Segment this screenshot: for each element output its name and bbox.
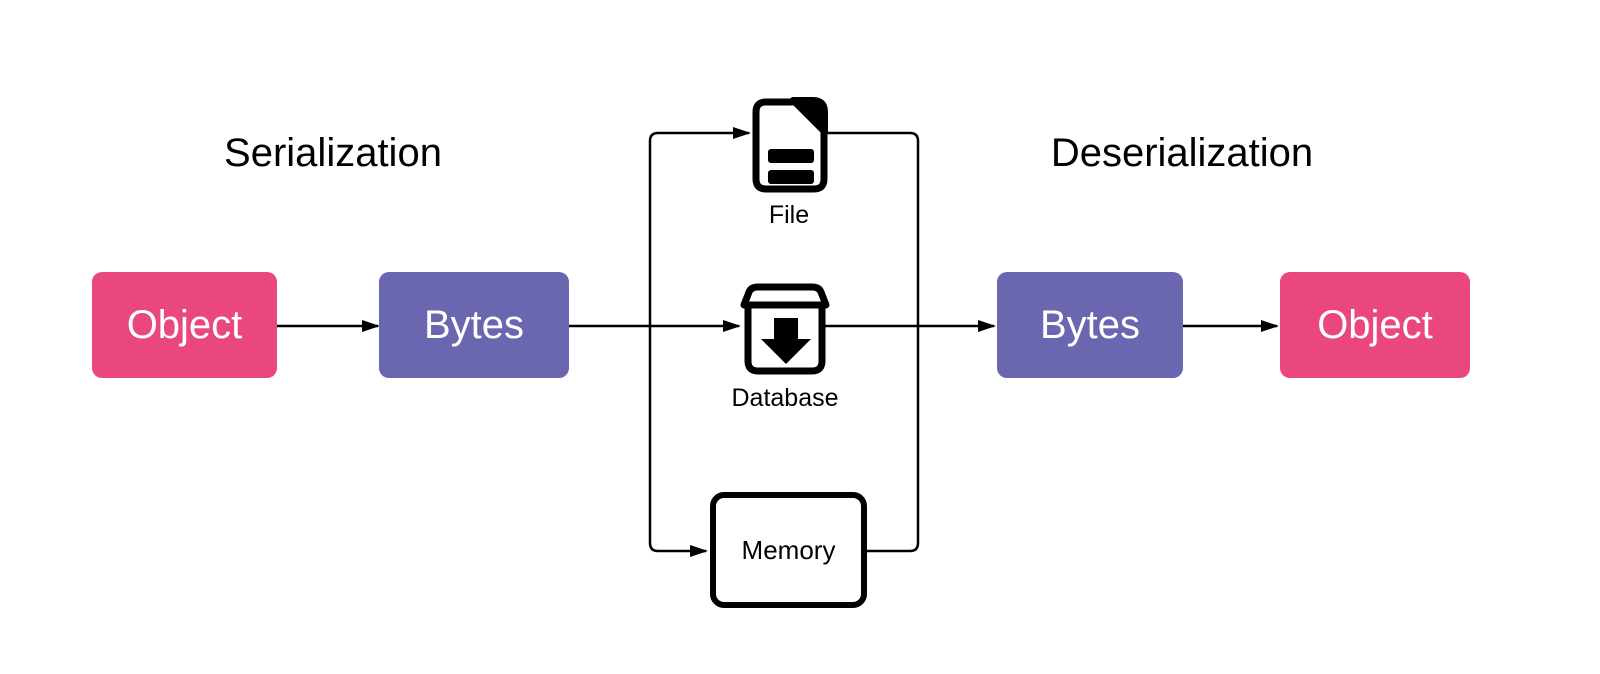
folded-corner [790, 97, 828, 135]
object-node-right: Object [1280, 272, 1470, 378]
database-icon [740, 283, 830, 375]
file-label: File [768, 201, 810, 229]
bytes-node-left: Bytes [379, 272, 569, 378]
archive-lid [740, 283, 830, 309]
branch-to-memory [648, 326, 708, 557]
object-node-left-label: Object [126, 302, 243, 347]
serialization-title: Serialization [224, 131, 442, 175]
file-icon [752, 97, 828, 193]
archive-body [744, 301, 826, 375]
object-node-right-label: Object [1317, 302, 1433, 347]
memory-node-label: Memory [741, 534, 836, 565]
text-line [768, 170, 814, 184]
bytes-node-right-label: Bytes [1039, 302, 1141, 347]
deserialization-title: Deserialization [1050, 131, 1314, 175]
memory-node: Memory [710, 492, 867, 608]
bytes-node-right: Bytes [997, 272, 1183, 378]
database-label: Database [731, 384, 839, 412]
bytes-node-left-label: Bytes [423, 302, 525, 347]
text-line [768, 149, 814, 163]
object-node-left: Object [92, 272, 277, 378]
merge-bracket-right [827, 131, 920, 553]
download-arrow [761, 318, 811, 364]
